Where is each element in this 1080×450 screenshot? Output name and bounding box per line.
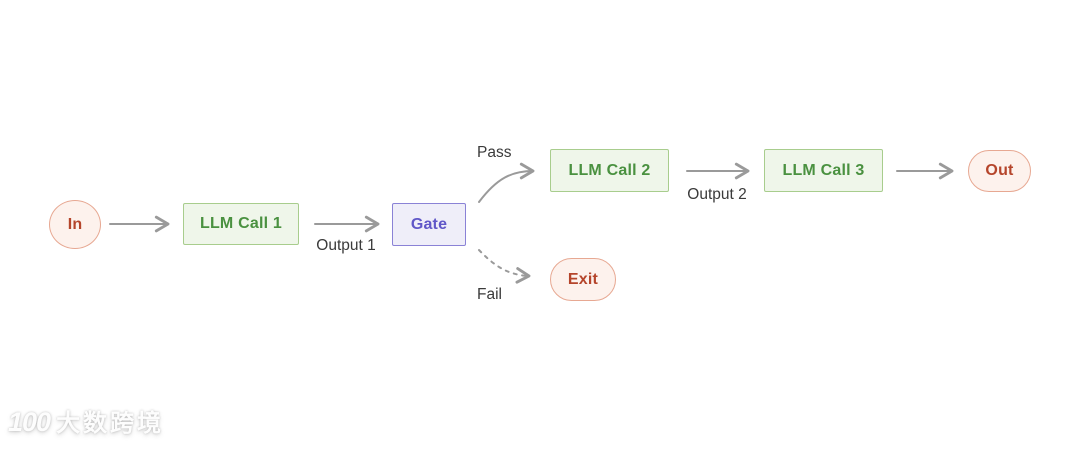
edge-label-output-1: Output 1: [316, 237, 376, 254]
arrow-gate-to-exit-fail: [478, 249, 531, 284]
node-exit: Exit: [550, 258, 616, 301]
node-llm-call-3: LLM Call 3: [764, 149, 883, 192]
node-llm-call-1: LLM Call 1: [183, 203, 299, 245]
arrow-gate-to-llm2-pass: [478, 162, 535, 203]
watermark-brand-text: 大数跨境: [56, 410, 165, 437]
node-llm-call-2: LLM Call 2: [550, 149, 669, 192]
watermark-logo: 100: [8, 407, 51, 437]
node-out: Out: [968, 150, 1031, 192]
edge-label-pass: Pass: [477, 144, 512, 161]
edge-label-output-2: Output 2: [687, 186, 747, 203]
node-gate: Gate: [392, 203, 466, 246]
watermark: 100 大数跨境: [8, 409, 164, 436]
edge-label-fail: Fail: [477, 286, 502, 303]
node-in: In: [49, 200, 101, 249]
